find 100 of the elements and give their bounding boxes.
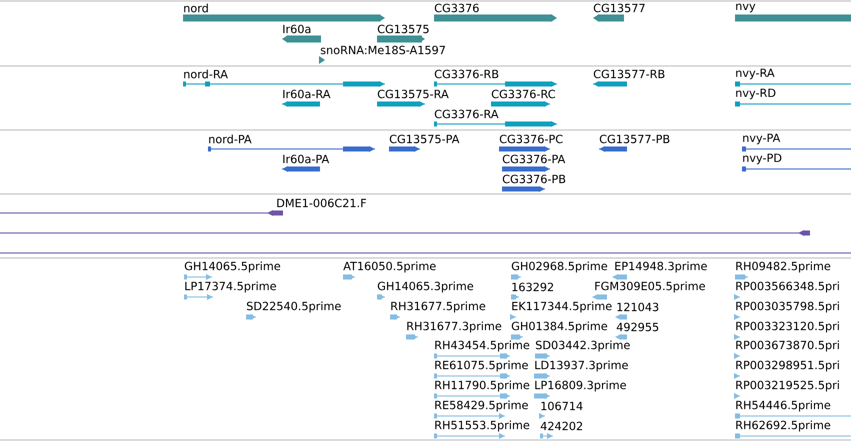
node-label: nvy-PD	[743, 154, 782, 164]
gene-feature: Ir60a-RA	[282, 90, 330, 107]
node-label: GH14065.3prime	[378, 282, 474, 292]
alignment-feature: RH54446.5prime	[734, 400, 851, 418]
gene-feature: nvy-RA	[734, 68, 851, 86]
gene-feature: nord	[183, 4, 385, 22]
node-label: CG3376-RA	[434, 110, 498, 118]
node-label: RE61075.5prime	[435, 360, 528, 372]
node-label: RH31677.5prime	[391, 302, 486, 312]
node-label: 492955	[616, 322, 658, 332]
gene-feature: CG13577-PB	[598, 134, 670, 152]
alignment-feature: AT16050.5prime	[342, 262, 436, 280]
node-label: LP17374.5prime	[185, 282, 276, 292]
node-label: 106714	[541, 402, 583, 410]
node-label: GH01384.5prime	[512, 322, 608, 332]
alignment-feature: RH31677.5prime	[390, 302, 486, 320]
alignment-feature: GH14065.3prime	[376, 282, 474, 300]
alignment-feature: RH31677.3prime	[406, 322, 502, 340]
node-label: CG13577-PB	[600, 134, 670, 144]
alignment-feature: 492955	[615, 322, 658, 340]
node-label: nvy-RD	[736, 88, 776, 100]
node-label: FGM309E05.5prime	[595, 282, 705, 292]
alignment-feature: LD13937.3prime	[534, 360, 628, 379]
node-label: RP003323120.5pri	[736, 322, 839, 332]
node-label: LP16809.3prime	[535, 380, 626, 392]
node-label: CG13575-PA	[390, 134, 460, 144]
node-label: nord-RA	[184, 70, 228, 78]
alignment-feature: RE61075.5prime	[434, 360, 528, 379]
node-label: CG3376-PA	[502, 154, 566, 164]
node-label: nvy	[736, 4, 756, 12]
alignment-feature: RH62692.5prime	[734, 420, 851, 438]
gene-feature: Ir60a-PA	[282, 154, 330, 172]
node-label: CG3376-RB	[434, 70, 498, 78]
gene-feature: nvy	[735, 4, 851, 22]
node-label: RH54446.5prime	[736, 400, 830, 412]
node-label: CG13577	[594, 4, 645, 12]
node-label: RH11790.5prime	[435, 380, 530, 392]
alignment-feature	[0, 230, 810, 236]
gene-feature: CG13577	[593, 4, 645, 22]
gene-feature: snoRNA:Me18S-A1597	[319, 46, 445, 64]
node-label: EK117344.5prime	[512, 302, 612, 312]
node-label: RP003298951.5pri	[736, 360, 839, 372]
node-label: 424202	[540, 422, 582, 430]
node-label: SD22540.5prime	[246, 302, 341, 312]
node-label: nord	[184, 4, 208, 12]
node-label: Ir60a	[283, 24, 310, 34]
node-label: nvy-PA	[743, 134, 780, 144]
alignment-feature: GH14065.5prime	[184, 262, 280, 280]
alignment-feature: EK117344.5prime	[510, 302, 612, 320]
gene-feature: CG13575-RA	[376, 90, 449, 107]
alignment-feature: RE58429.5prime	[434, 400, 528, 419]
node-label: RH09482.5prime	[736, 262, 830, 272]
alignment-feature: SD03442.3prime	[534, 340, 630, 359]
alignment-feature: GH02968.5prime	[510, 262, 608, 280]
node-label: CG13575	[378, 24, 429, 34]
node-label: nvy-RA	[736, 68, 775, 80]
alignment-feature: RH51553.5prime	[434, 420, 530, 439]
alignment-feature: 121043	[615, 302, 658, 320]
node-label: CG3376	[434, 4, 479, 12]
node-label: RP003219525.5pri	[736, 380, 839, 392]
node-label: Ir60a-PA	[283, 154, 330, 164]
node-label: RP003566348.5pri	[736, 282, 839, 292]
gene-feature: CG13577-RB	[592, 70, 664, 87]
alignment-feature: EP14948.3prime	[612, 262, 707, 280]
gene-feature: CG13575	[377, 24, 429, 43]
alignment-feature: RH43454.5prime	[434, 340, 530, 359]
gene-feature: CG3376-RB	[434, 70, 558, 87]
gene-feature: nord-PA	[208, 134, 376, 152]
gene-feature: CG13575-PA	[388, 134, 460, 152]
alignment-feature: GH01384.5prime	[510, 322, 608, 340]
gene-feature: nvy-RD	[734, 88, 851, 106]
alignment-feature: SD22540.5prime	[246, 302, 341, 320]
alignment-feature: RP003323120.5pri	[734, 322, 839, 340]
alignment-feature: RP003673870.5pri	[734, 340, 839, 359]
node-label: Ir60a-RA	[283, 90, 330, 98]
node-label: CG13577-RB	[594, 70, 664, 78]
alignment-feature: RP003566348.5pri	[734, 282, 839, 300]
gene-feature: CG3376	[434, 4, 557, 22]
gene-feature: nord-RA	[182, 70, 386, 87]
gene-feature: CG3376-PA	[502, 154, 566, 172]
alignment-feature: 424202	[540, 422, 582, 439]
node-label: RH62692.5prime	[736, 420, 830, 432]
gene-feature: CG3376-RC	[490, 90, 556, 107]
alignment-feature: 106714	[539, 402, 583, 419]
node-label: CG3376-PB	[502, 174, 566, 184]
alignment-feature: 163292	[510, 282, 554, 300]
node-label: CG3376-PC	[500, 134, 563, 144]
alignment-feature: FGM309E05.5prime	[592, 282, 705, 300]
alignment-feature: RP003035798.5pri	[734, 302, 839, 320]
node-label: GH02968.5prime	[512, 262, 608, 272]
node-label: CG13575-RA	[378, 90, 449, 98]
alignment-feature: RH11790.5prime	[434, 380, 530, 399]
node-label: EP14948.3prime	[615, 262, 707, 272]
gene-feature: CG3376-PC	[498, 134, 563, 152]
node-label: SD03442.3prime	[536, 340, 630, 352]
gene-feature: Ir60a	[282, 24, 321, 43]
node-label: RP003035798.5pri	[736, 302, 839, 312]
alignment-feature: RP003219525.5pri	[734, 380, 839, 399]
gene-feature: nvy-PA	[742, 134, 851, 152]
node-label: RH31677.3prime	[407, 322, 502, 332]
